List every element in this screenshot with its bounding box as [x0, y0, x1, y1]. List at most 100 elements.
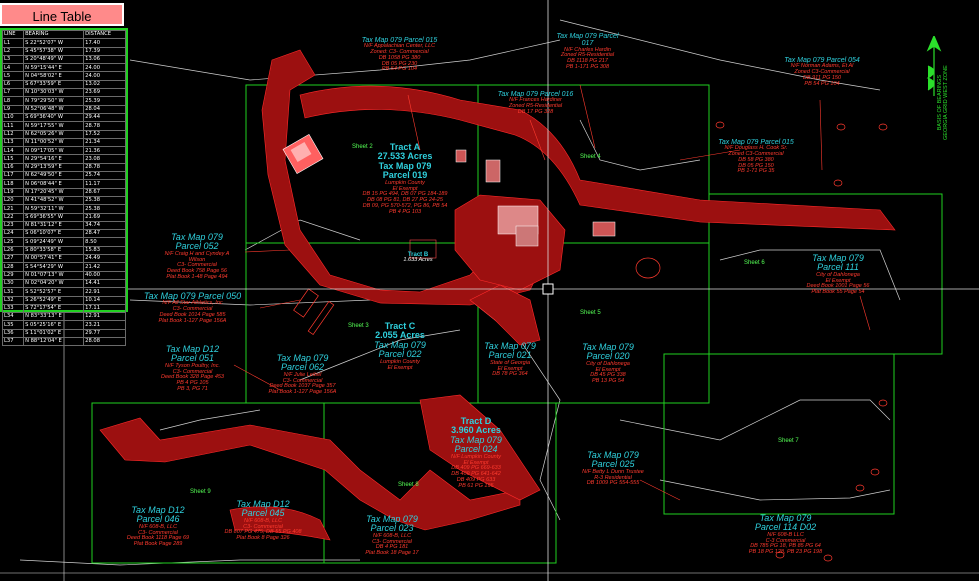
parcel-plat: Plat Book 1-127 Page 156A — [268, 389, 337, 396]
bearing-cell: S 80°33'58" E — [23, 245, 85, 256]
sheet-label: Sheet 6 — [744, 260, 765, 266]
sheet-label: Sheet 8 — [398, 482, 419, 488]
parcel-label-015-top: Tax Map 079 Parcel 015 N/F Appalachian C… — [342, 37, 457, 73]
parcel-zoning: El Exempt — [825, 277, 851, 284]
parcel-deed: DB 1009 PG 554-555 — [586, 480, 640, 487]
line-table-header-distance: DISTANCE — [83, 29, 126, 40]
distance-cell: 23.69 — [83, 88, 126, 98]
parcel-zoning: El Exempt — [497, 365, 523, 372]
line-id-cell: L1 — [1, 38, 25, 48]
parcel-tax-map: Tax Map 079 — [276, 353, 329, 363]
parcel-plat: Plat Book 1-127 Page 156A — [158, 317, 227, 324]
tract-a-owner: Lumpkin County — [385, 179, 425, 186]
parcel-tax-map: Tax Map 079 — [484, 341, 536, 351]
parcel-deed: DB 58 PG 380 — [738, 156, 774, 163]
parcel-tax-map: Tax Map 079 Parcel 015 — [718, 139, 794, 146]
sheet-label: Sheet 2 — [352, 144, 373, 150]
distance-cell: 13.02 — [83, 79, 126, 90]
tract-b-title: Tract B — [407, 252, 429, 258]
parcel-plat: PB 18 PG 128, PB 23 PG 198 — [748, 549, 823, 556]
bearing-cell: N 17°20'45" W — [23, 187, 85, 197]
bearing-cell: S 72°17'54" E — [23, 303, 85, 314]
tract-c-title: Tract C — [384, 321, 416, 331]
parcel-plat: Plat Book Page 289 — [133, 541, 183, 548]
tract-c-label: Tract C 2.055 Acres Tax Map 079 Parcel 0… — [355, 321, 445, 371]
parcel-zoning: C3- Commercial — [177, 262, 217, 269]
distance-cell: 23.08 — [83, 154, 126, 164]
line-id-cell: L10 — [1, 112, 25, 123]
parcel-label-d12-046: Tax Map D12 Parcel 046 N/F 608-B, LLC C3… — [118, 505, 198, 548]
parcel-deed: Deed Book 1037 Page 357 — [269, 383, 336, 390]
parcel-owner: N/F 608-B, LLC — [372, 532, 412, 539]
parcel-tax-map: Tax Map 079 Parcel — [556, 33, 619, 40]
line-id-cell: L27 — [1, 253, 25, 264]
parcel-tax-map: Tax Map 079 — [366, 514, 418, 524]
bearing-cell: S 06°10'07" E — [23, 229, 85, 239]
distance-cell: 11.17 — [83, 179, 126, 189]
line-id-cell: L8 — [1, 96, 25, 106]
parcel-zoning: C3- Commercial — [243, 523, 283, 530]
parcel-number: Parcel 023 — [370, 523, 414, 534]
parcel-owner: N/F Julie Leibel — [283, 371, 322, 378]
parcel-zoning: Zoned: C3- Commercial — [370, 49, 429, 56]
parcel-owner: N/F All Star Athletics, Inc — [162, 300, 223, 307]
parcel-label-017: Tax Map 079 Parcel 017 N/F Charles Hardi… — [540, 33, 635, 71]
line-id-cell: L28 — [1, 262, 25, 272]
line-id-cell: L31 — [1, 287, 25, 297]
tract-d-owner: N/F Lumpkin County — [450, 453, 502, 460]
distance-cell: 23.21 — [83, 320, 126, 330]
distance-cell: 28.78 — [83, 121, 126, 131]
sheet-label: Sheet 4 — [580, 154, 601, 160]
parcel-label-062: Tax Map 079 Parcel 062 N/F Julie Leibel … — [255, 353, 350, 396]
bearing-cell: N 59°32'11" W — [23, 204, 85, 214]
line-id-cell: L3 — [1, 54, 25, 65]
parcel-label-111: Tax Map 079 Parcel 111 City of Dahlonega… — [798, 253, 878, 296]
bearing-cell: N 88°12'04" E — [23, 336, 85, 347]
parcel-plat: PB 54 PG 104 — [381, 66, 418, 73]
line-table-header-line: LINE — [1, 29, 25, 40]
parcel-owner: N/F Betty L Dunn Trustee — [582, 468, 644, 475]
site-details — [293, 121, 888, 562]
parcel-owner: City of Dahlonega — [586, 360, 630, 367]
parcel-label-020: Tax Map 079 Parcel 020 City of Dahlonega… — [572, 342, 644, 385]
line-id-cell: L4 — [1, 63, 25, 73]
north-arrow — [924, 34, 944, 108]
distance-cell: 25.74 — [83, 171, 126, 181]
tract-d-label: Tract D 3.960 Acres Tax Map 079 Parcel 0… — [436, 416, 516, 489]
parcel-tax-map: Tax Map 079 — [171, 232, 223, 242]
distance-cell: 13.06 — [83, 54, 126, 65]
line-id-cell: L9 — [1, 104, 25, 114]
bearing-cell: N 10°30'03" W — [23, 88, 85, 98]
distance-cell: 22.91 — [83, 287, 126, 297]
line-id-cell: L5 — [1, 71, 25, 81]
tract-a-label: Tract A 27.533 Acres Tax Map 079 Parcel … — [345, 142, 465, 215]
parcel-deed: Deed Book 1001 Page 56 — [806, 283, 870, 290]
bearing-cell: S 45°57'38" W — [23, 46, 85, 56]
parcel-label-d12-051: Tax Map D12 Parcel 051 N/F Tyson Poultry… — [150, 344, 235, 393]
parcel-zoning: R-3 Residential — [594, 474, 632, 481]
tract-d-deed: DB 409 PG 633 — [456, 476, 496, 483]
parcel-deed: DB 785 PG 18, PB 85 PG 64 — [750, 543, 821, 550]
distance-cell: 15.83 — [83, 245, 126, 256]
tract-c-zoning: El Exempt — [387, 364, 413, 371]
distance-cell: 24.00 — [83, 63, 126, 73]
bearing-cell: S 67°33'59" E — [23, 79, 85, 90]
parcel-tax-map: Tax Map 079 — [582, 342, 634, 352]
parcel-number: 017 — [581, 40, 594, 48]
sheet-label: Sheet 7 — [778, 438, 799, 444]
parcel-owner: N/F Charles Hardin — [564, 46, 611, 53]
line-id-cell: L22 — [1, 212, 25, 222]
tract-a-parcel: Parcel 019 — [382, 170, 428, 181]
tract-a-deed: DB 15 PG 494, DB 07 PG 184-189 — [362, 191, 448, 198]
